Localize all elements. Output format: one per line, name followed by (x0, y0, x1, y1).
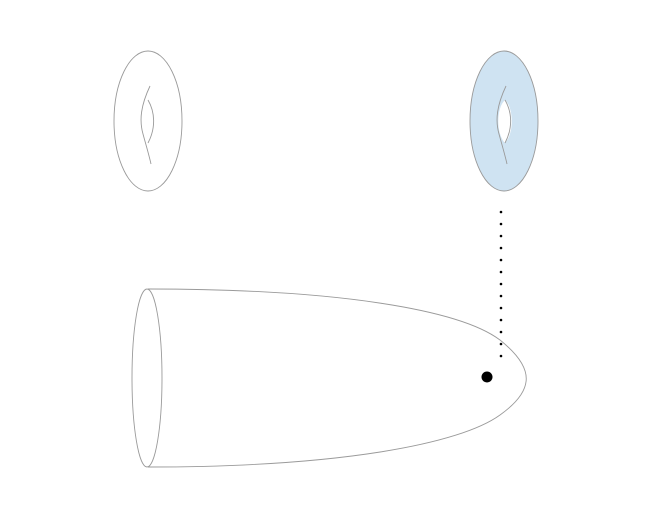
torus-filled-hole-lower (504, 99, 512, 144)
paraboloid (131, 288, 527, 468)
paraboloid-outline (147, 288, 527, 468)
connector-dot (499, 318, 503, 322)
connector-dot (499, 258, 503, 262)
dotted-connector (499, 210, 503, 358)
connector-dot (499, 294, 503, 298)
connector-dot (499, 270, 503, 274)
connector-dot (499, 222, 503, 226)
connector-dot (499, 330, 503, 334)
paraboloid-opening (131, 288, 163, 468)
marker-point (481, 371, 493, 383)
torus-filled-hole-upper (496, 85, 508, 165)
connector-dot (499, 246, 503, 250)
torus-outline (113, 50, 183, 192)
torus-filled (469, 50, 539, 192)
torus-outline-hole-lower (147, 99, 155, 144)
torus-filled-hole (498, 100, 512, 143)
connector-dot (499, 354, 503, 358)
torus-outline-body (113, 50, 183, 192)
connector-dot (499, 234, 503, 238)
torus-outline-hole-upper (140, 85, 152, 165)
connector-dot (499, 210, 503, 214)
connector-dot (499, 342, 503, 346)
connector-dot (499, 282, 503, 286)
connector-dot (499, 306, 503, 310)
